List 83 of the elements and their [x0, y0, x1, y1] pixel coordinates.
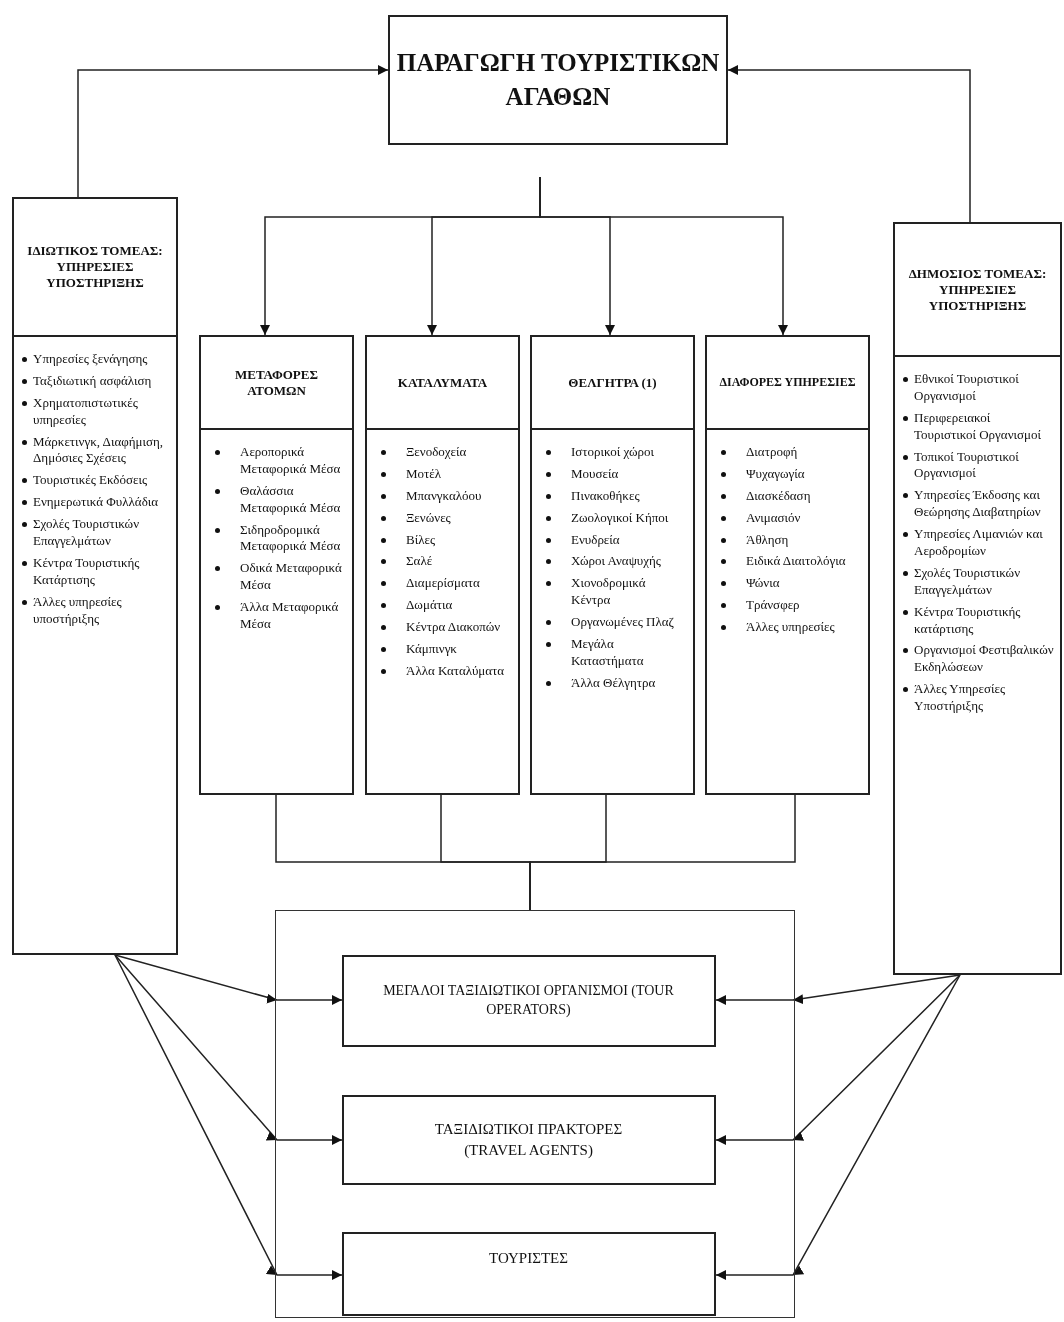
box-heading: ΘΕΛΓΗΤΡΑ (1) [532, 337, 693, 430]
list-item-text: Τράνσφερ [746, 597, 800, 615]
category-box [705, 335, 870, 795]
list-item-text: Ενυδρεία [571, 531, 620, 549]
arrow [114, 954, 343, 1005]
box-heading: ΔΙΑΦΟΡΕΣ ΥΠΗΡΕΣΙΕΣ [707, 337, 868, 430]
list-item-text: Μάρκετινγκ, Διαφήμιση, Δημόσιες Σχέσεις [33, 433, 165, 468]
arrow [715, 974, 961, 1145]
list-item-text: Ιστορικοί χώροι [571, 444, 655, 461]
list-item-text: Ειδικά Διαιτολόγια [746, 553, 846, 571]
list-item-text: Οργανωμένες Πλαζ [571, 614, 674, 631]
list-item-text: Άλλα Καταλύματα [406, 662, 505, 680]
list-item-text: Εθνικοί Τουριστικοί Οργανισμοί [914, 371, 1020, 405]
list-item-text: Άθληση [746, 531, 789, 549]
list-item-text: Ψυχαγωγία [746, 465, 805, 483]
list-item-text: Ξενοδοχεία [406, 444, 467, 461]
box-heading: ΜΕΤΑΦΟΡΕΣ ΑΤΟΜΩΝ [201, 337, 352, 430]
list-item-text: Υπηρεσίες ξενάγησης [33, 351, 148, 368]
arrow [114, 954, 343, 1280]
list-item-text: Βίλες [406, 531, 436, 549]
list-item-text: Ανιμασιόν [746, 509, 801, 527]
list-item-text: Διαμερίσματα [406, 575, 480, 593]
list-item-text: Άλλα Θέλγητρα [571, 674, 656, 692]
list-item-text: Χιονοδρομικά Κέντρα [571, 575, 647, 610]
process-box [341, 954, 716, 1047]
list-item-text: Αεροπορικά Μεταφορικά Μέσα [240, 444, 342, 478]
list-item-text: Υπηρεσίες Λιμανιών και Αεροδρομίων [914, 526, 1044, 560]
list-item-text: Ταξιδιωτική ασφάλιση [33, 372, 152, 390]
list-item-text: Ζωολογικοί Κήποι [571, 509, 669, 527]
list-item-text: Μουσεία [571, 465, 619, 483]
list-item-text: Κέντρα Τουριστικής κατάρτισης [914, 603, 1022, 638]
list-item-text: Τοπικοί Τουριστικοί Οργανισμοί [914, 448, 1020, 483]
box-heading: ΙΔΙΩΤΙΚΟΣ ΤΟΜΕΑΣ: ΥΠΗΡΕΣΙΕΣ ΥΠΟΣΤΗΡΙΞΗΣ [14, 199, 176, 337]
list-item-text: Σχολές Τουριστικών Επαγγελμάτων [33, 516, 141, 550]
box-heading: ΚΑΤΑΛΥΜΑΤΑ [367, 337, 518, 430]
list-item-text: Άλλες υπηρεσίες υποστήριξης [33, 593, 123, 628]
category-box [365, 335, 520, 795]
list-item-text: Σαλέ [406, 553, 433, 571]
arrow [715, 974, 961, 1005]
list-item-text: Τουριστικές Εκδόσεις [33, 472, 148, 490]
list-item-text: Ψώνια [746, 575, 780, 593]
list-item-text: Οδικά Μεταφορικά Μέσα [240, 560, 343, 595]
list-item-text: Άλλα Μεταφορικά Μέσα [240, 599, 340, 633]
list-item-text: Ενημερωτικά Φυλλάδια [33, 494, 159, 512]
arrow [77, 65, 389, 198]
list-item-text: Οργανισμοί Φεστιβαλικών Εκδηλώσεων [914, 642, 1054, 677]
list-item-text: Κέντρα Διακοπών [406, 619, 501, 636]
arrow [114, 954, 343, 1145]
list-item-text: Υπηρεσίες Έκδοσης και Θεώρησης Διαβατηρίων [914, 487, 1042, 522]
box-label: ΤΑΞΙΔΙΩΤΙΚΟΙ ΠΡΑΚΤΟΡΕΣ (TRAVEL AGENTS) [433, 1120, 624, 1160]
title-text: ΠΑΡΑΓΩΓΗ ΤΟΥΡΙΣΤΙΚΩΝ ΑΓΑΘΩΝ [395, 48, 721, 112]
category-box [199, 335, 354, 795]
arrow [539, 176, 788, 336]
list-item-text: Διατροφή [746, 444, 798, 461]
category-box [12, 197, 178, 955]
list-item-text: Άλλες υπηρεσίες [746, 619, 835, 636]
box-heading: ΔΗΜΟΣΙΟΣ ΤΟΜΕΑΣ: ΥΠΗΡΕΣΙΕΣ ΥΠΟΣΤΗΡΙΞΗΣ [895, 224, 1060, 357]
list-item-text: Σιδηροδρομικά Μεταφορικά Μέσα [240, 521, 342, 556]
list-item-text: Περιφερειακοί Τουριστικοί Οργανισμοί [914, 409, 1042, 444]
container-box [275, 910, 795, 1318]
list-item-text: Θαλάσσια Μεταφορικά Μέσα [240, 482, 342, 517]
list-item-text: Μοτέλ [406, 465, 442, 483]
box-label: ΤΟΥΡΙΣΤΕΣ [489, 1248, 568, 1268]
list-item-text: Πινακοθήκες [571, 487, 640, 505]
list-item-text: Μεγάλα Καταστήματα [571, 636, 645, 670]
title-box [388, 15, 728, 145]
box-label: ΜΕΓΑΛΟΙ ΤΑΞΙΔΙΩΤΙΚΟΙ ΟΡΓΑΝΙΣΜΟΙ (TOUR OPERATORS) [382, 981, 675, 1019]
list-item-text: Χώροι Αναψυχής [571, 553, 661, 571]
list-item-text: Μπανγκαλόου [406, 487, 482, 505]
process-box [341, 1231, 716, 1316]
list-item-text: Σχολές Τουριστικών Επαγγελμάτων [914, 564, 1022, 599]
process-box [341, 1094, 716, 1185]
list-item-text: Ξενώνες [406, 509, 451, 527]
category-box [530, 335, 695, 795]
list-item-text: Κάμπινγκ [406, 641, 457, 658]
list-item-text: Κέντρα Τουριστικής Κατάρτισης [33, 554, 141, 589]
arrow [727, 65, 971, 223]
list-item-text: Διασκέδαση [746, 487, 811, 505]
list-item-text: Άλλες Υπηρεσίες Υποστήριξης [914, 681, 1007, 716]
list-item-text: Δωμάτια [406, 597, 453, 615]
list-item-text: Χρηματοπιστωτικές υπηρεσίες [33, 394, 139, 429]
category-box [893, 222, 1062, 975]
arrow [715, 974, 961, 1280]
